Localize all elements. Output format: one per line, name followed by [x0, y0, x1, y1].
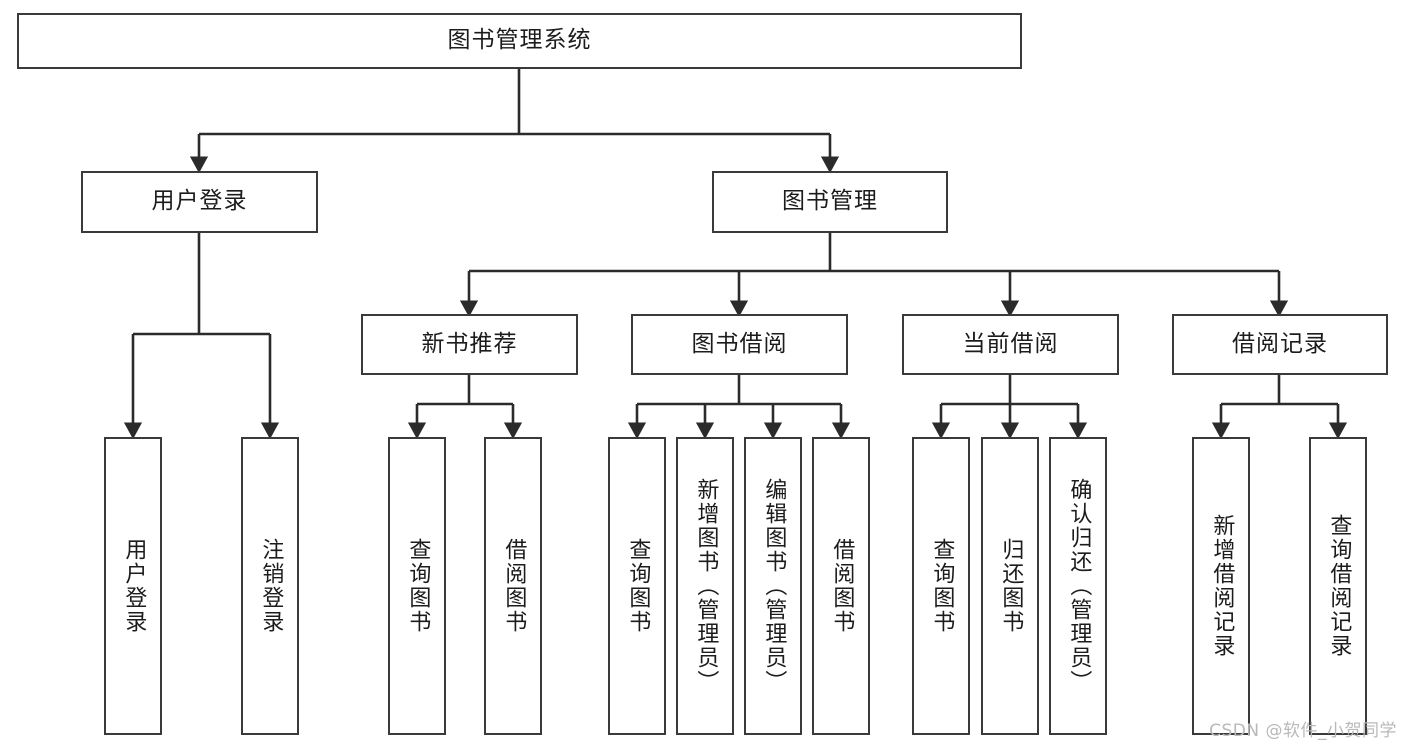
node-label: 图书管理: [782, 188, 878, 215]
node-label: 查询借阅记录: [1326, 514, 1352, 658]
node-label: 查询图书: [405, 538, 431, 634]
node-label: 新增借阅记录: [1209, 514, 1235, 658]
node-current-borrow[interactable]: 当前借阅: [902, 314, 1119, 375]
node-leaf-add-record[interactable]: 新增借阅记录: [1192, 437, 1250, 735]
node-label: 借阅记录: [1232, 330, 1328, 357]
node-leaf-confirm-return[interactable]: 确认归还（管理员）: [1049, 437, 1107, 735]
node-leaf-edit-book[interactable]: 编辑图书（管理员）: [744, 437, 802, 735]
node-label: 借阅图书: [501, 538, 527, 634]
node-label: 查询图书: [625, 538, 651, 634]
node-label: 当前借阅: [962, 330, 1059, 357]
watermark-text: CSDN @软件_小贺同学: [1209, 721, 1397, 741]
node-new-book-recommend[interactable]: 新书推荐: [361, 314, 578, 375]
node-leaf-add-book[interactable]: 新增图书（管理员）: [676, 437, 734, 735]
node-label: 新书推荐: [421, 330, 518, 357]
node-borrow-record[interactable]: 借阅记录: [1172, 314, 1388, 375]
node-label: 编辑图书（管理员）: [761, 478, 787, 694]
node-book-borrow[interactable]: 图书借阅: [631, 314, 848, 375]
node-label: 归还图书: [998, 538, 1024, 634]
node-leaf-logout[interactable]: 注销登录: [241, 437, 299, 735]
node-label: 图书借阅: [691, 330, 788, 357]
node-label: 用户登录: [121, 538, 147, 634]
node-label: 图书管理系统: [447, 27, 592, 54]
node-user-login[interactable]: 用户登录: [81, 171, 318, 233]
node-leaf-query-book-2[interactable]: 查询图书: [608, 437, 666, 735]
node-leaf-borrow-book-2[interactable]: 借阅图书: [812, 437, 870, 735]
node-leaf-user-login[interactable]: 用户登录: [104, 437, 162, 735]
node-leaf-query-book-3[interactable]: 查询图书: [912, 437, 970, 735]
node-label: 用户登录: [151, 188, 248, 215]
node-leaf-query-book-1[interactable]: 查询图书: [388, 437, 446, 735]
node-leaf-borrow-book-1[interactable]: 借阅图书: [484, 437, 542, 735]
node-root-system[interactable]: 图书管理系统: [17, 13, 1022, 69]
node-leaf-query-record[interactable]: 查询借阅记录: [1309, 437, 1367, 735]
node-leaf-return-book[interactable]: 归还图书: [981, 437, 1039, 735]
node-label: 注销登录: [258, 538, 284, 634]
node-label: 查询图书: [929, 538, 955, 634]
node-book-management[interactable]: 图书管理: [712, 171, 948, 233]
node-label: 借阅图书: [829, 538, 855, 634]
node-label: 新增图书（管理员）: [693, 478, 719, 694]
node-label: 确认归还（管理员）: [1066, 478, 1092, 694]
